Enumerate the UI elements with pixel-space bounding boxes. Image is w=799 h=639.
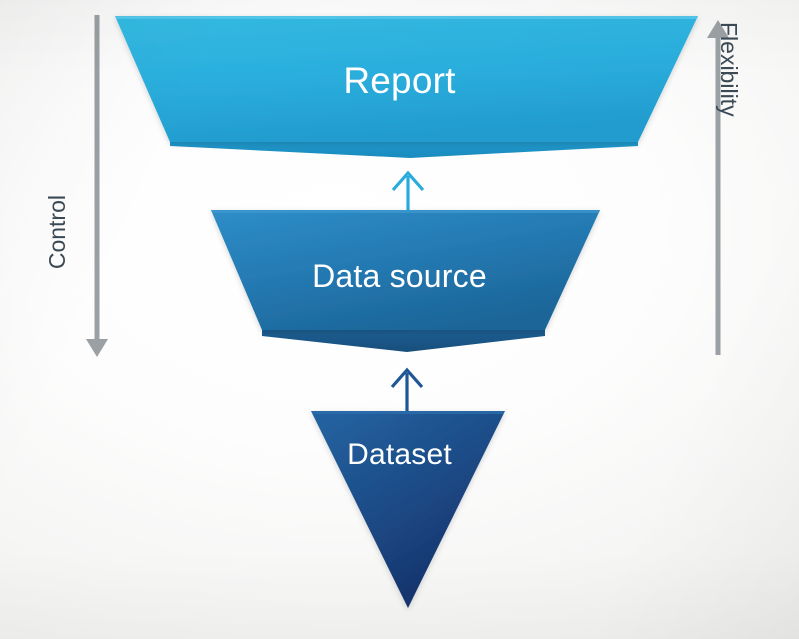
control-axis-label: Control	[44, 195, 70, 270]
funnel-stage-data-source[interactable]	[211, 210, 600, 352]
connector-dataset-to-datasource	[390, 367, 424, 412]
connector-datasource-to-report	[391, 170, 425, 212]
report-fold-band	[170, 141, 638, 158]
funnel-stage-label-data-source: Data source	[312, 258, 487, 294]
flexibility-axis-label: Flexibility	[716, 22, 742, 117]
control-axis	[86, 15, 108, 357]
report-top-highlight	[115, 16, 698, 19]
control-axis-arrowhead-down	[86, 339, 108, 357]
funnel-stage-label-dataset: Dataset	[347, 438, 452, 471]
data-source-fold-band	[262, 329, 545, 352]
dataset-top-highlight	[311, 411, 505, 414]
flexibility-axis	[707, 20, 729, 355]
funnel-stage-dataset[interactable]	[311, 411, 505, 608]
data-source-top-highlight	[211, 210, 600, 213]
data-source-body	[211, 210, 600, 330]
dataset-body	[311, 411, 505, 608]
funnel-stage-report[interactable]	[115, 16, 698, 158]
funnel-stage-label-report: Report	[343, 60, 456, 101]
report-body	[115, 16, 698, 142]
flexibility-axis-arrowhead-up	[707, 20, 729, 38]
